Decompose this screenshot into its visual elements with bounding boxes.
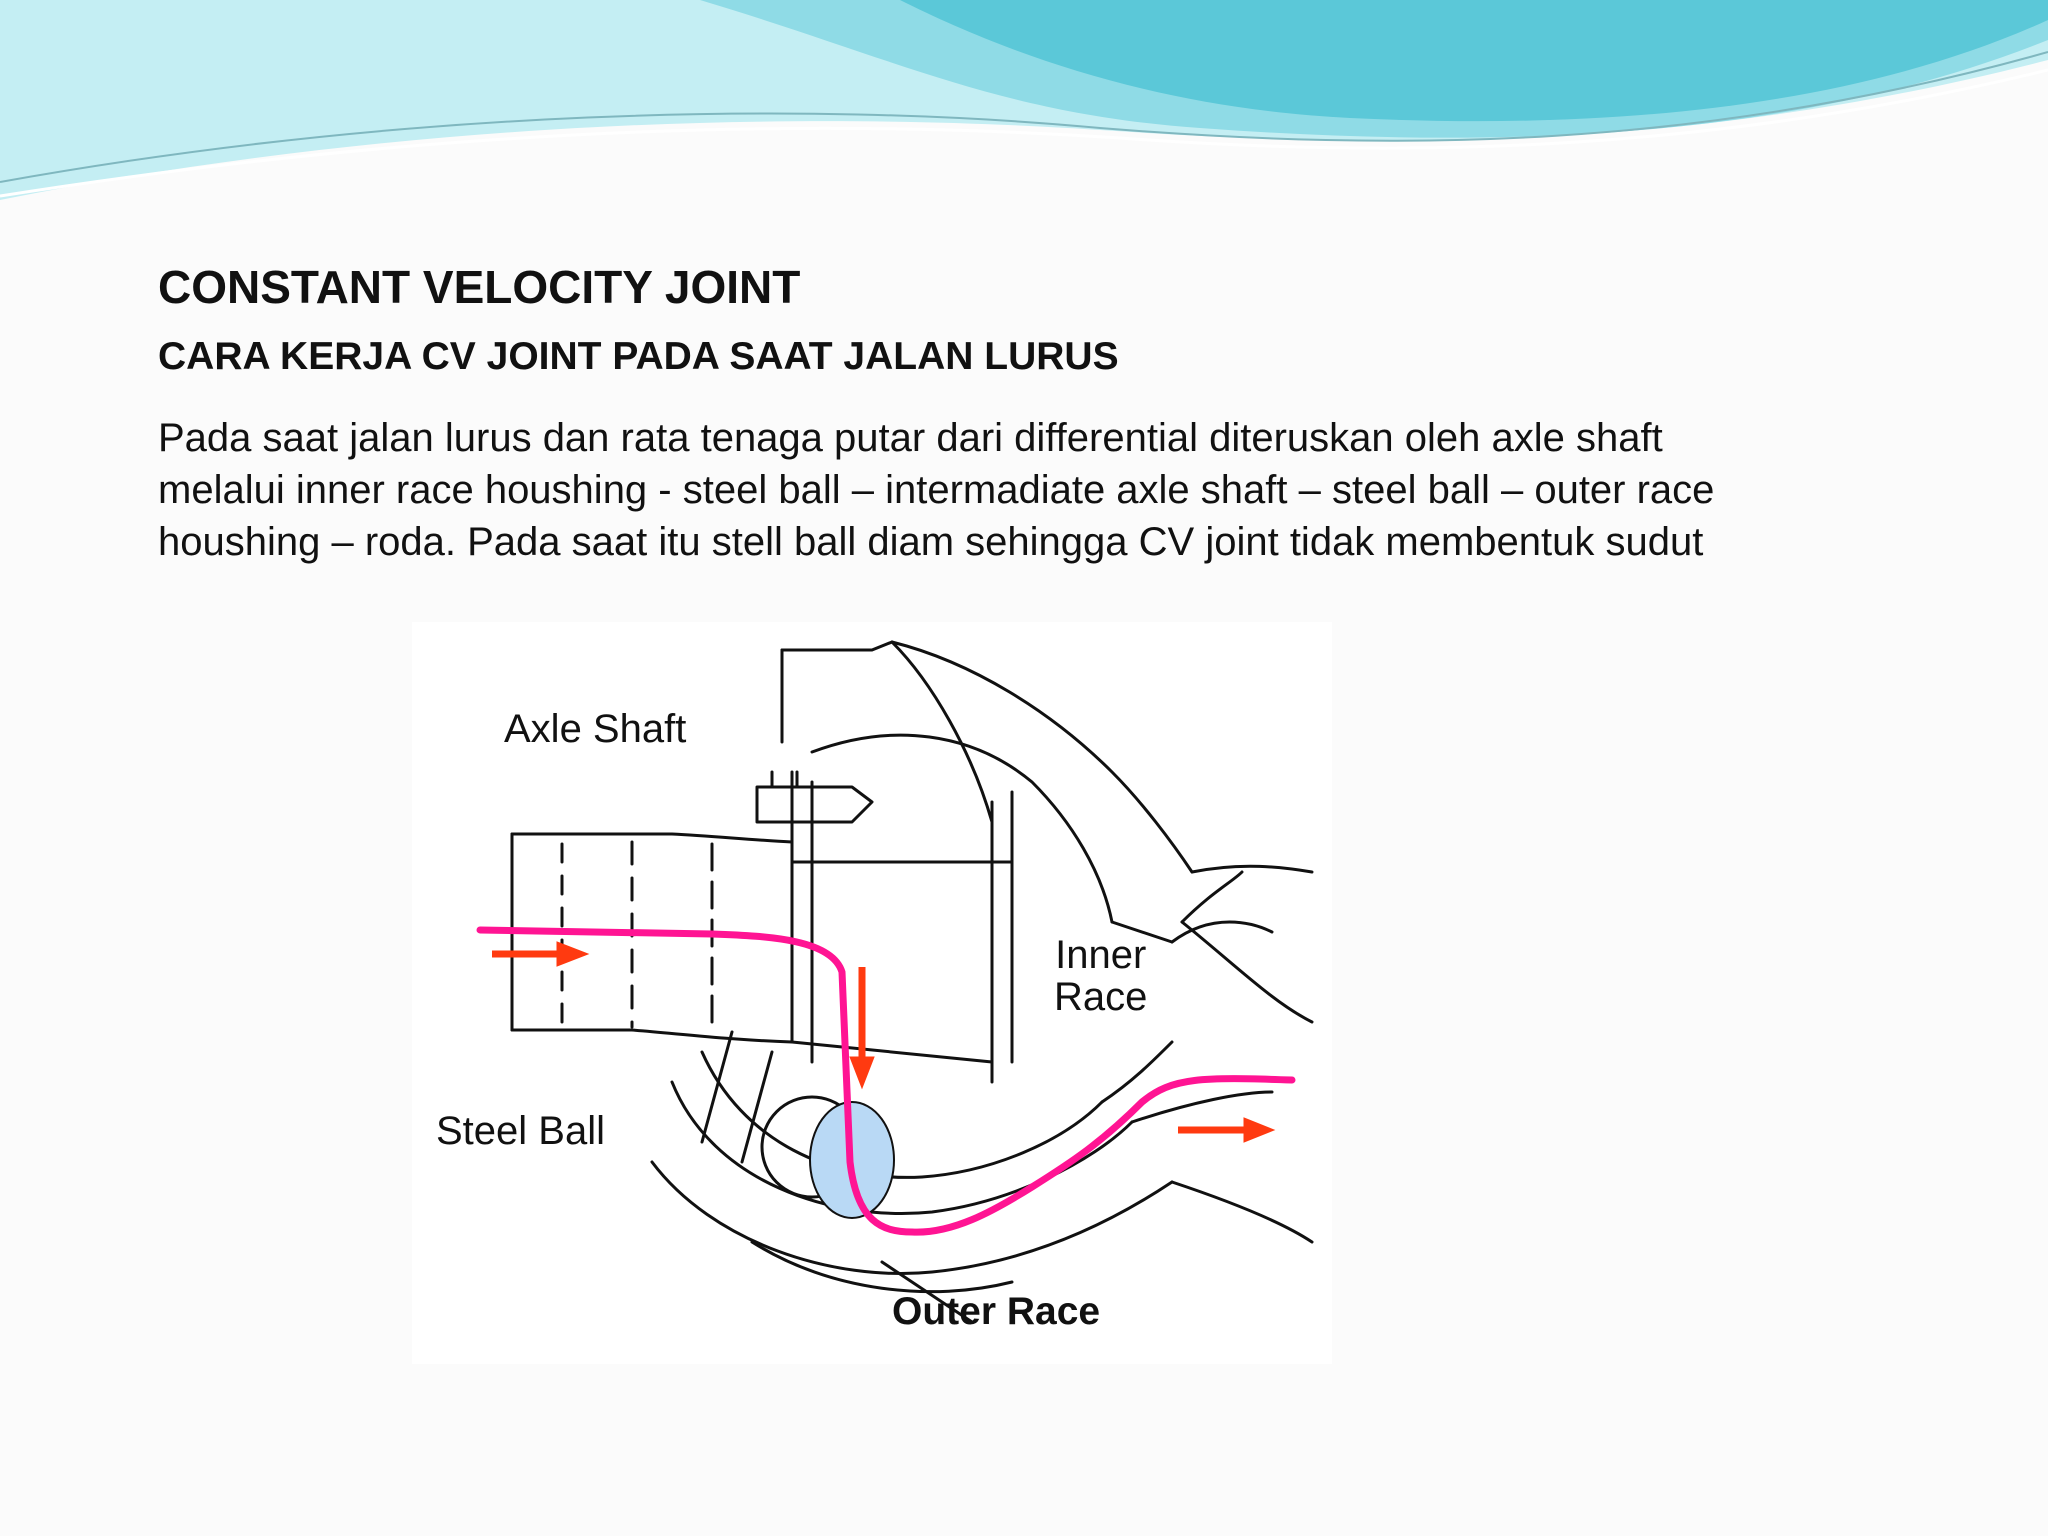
label-steel-ball: Steel Ball bbox=[436, 1109, 605, 1153]
axle-shaft-top-edge bbox=[510, 832, 794, 844]
header-wave-decoration bbox=[0, 0, 2048, 200]
axle-shaft-bottom-edge bbox=[510, 1028, 794, 1044]
label-axle-shaft: Axle Shaft bbox=[504, 707, 687, 751]
direction-arrows bbox=[492, 941, 1276, 1143]
power-flow-path bbox=[476, 926, 1296, 1236]
slide-subtitle: CARA KERJA CV JOINT PADA SAAT JALAN LURU… bbox=[158, 335, 1119, 378]
housing-top-outline bbox=[780, 640, 1194, 874]
label-inner-race-line2: Race bbox=[1054, 975, 1148, 1019]
outer-race-flange bbox=[1190, 864, 1314, 874]
cv-joint-diagram: Axle Shaft Inner Race Steel Ball Outer R… bbox=[412, 622, 1332, 1364]
slide-title: CONSTANT VELOCITY JOINT bbox=[158, 261, 801, 313]
label-inner-race: Inner Race bbox=[1054, 934, 1147, 1018]
slide-body-text: Pada saat jalan lurus dan rata tenaga pu… bbox=[158, 416, 1715, 564]
cage-arc bbox=[670, 1080, 1134, 1215]
cv-joint-line-art bbox=[476, 640, 1314, 1324]
label-inner-race-line1: Inner bbox=[1055, 933, 1147, 977]
retaining-clip bbox=[755, 785, 874, 824]
label-outer-race: Outer Race bbox=[892, 1290, 1101, 1333]
housing-inner-arc bbox=[810, 733, 1114, 924]
outer-race-arc bbox=[650, 1160, 1174, 1276]
